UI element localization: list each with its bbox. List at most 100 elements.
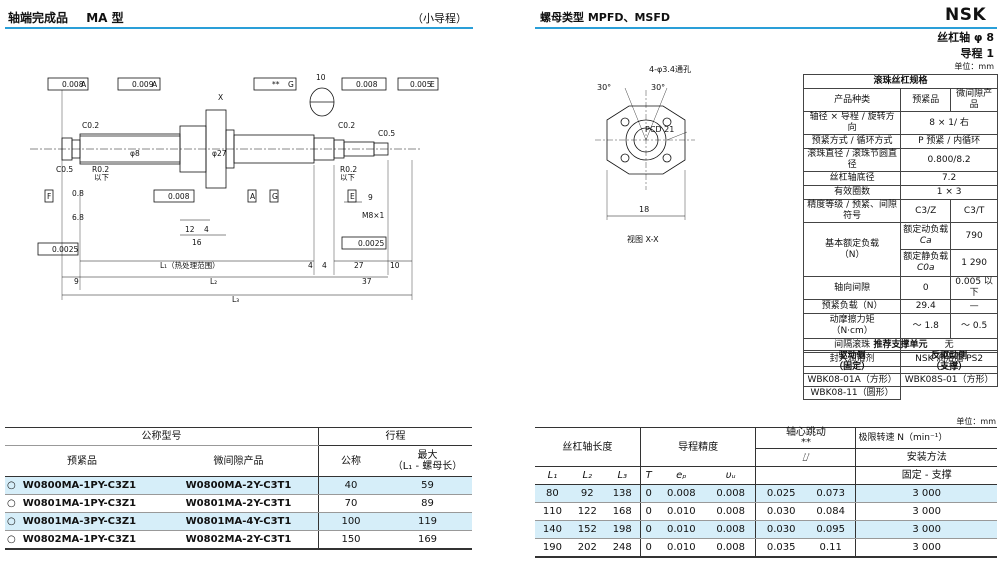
- spec-row-0-v1: 预紧品: [900, 88, 952, 112]
- x-mark: X: [218, 93, 223, 102]
- dim-10-top: 10: [316, 73, 326, 82]
- h-acc: 导程精度: [639, 427, 756, 467]
- table-row: 80 92 138 0 0.008 0.008 0.025 0.073 3 00…: [535, 484, 997, 503]
- r2-r1: 0.030: [755, 520, 806, 539]
- col-l1: L₁: [535, 466, 570, 485]
- below-right: 以下: [340, 173, 355, 182]
- spec-row-4-label: 丝杠轴底径: [802, 171, 902, 186]
- dim-4c: 4: [322, 261, 327, 270]
- spec2-row-1-v1: 29.4: [900, 299, 952, 314]
- dim-4b: 4: [308, 261, 313, 270]
- spec-row-6-v2: C3/T: [950, 199, 998, 223]
- r2-l1: 140: [535, 520, 570, 539]
- phi27: φ27: [212, 149, 227, 158]
- row-3-micro: W0802MA-2Y-C3T1: [159, 530, 319, 550]
- table-row: ○ W0801MA-1PY-C3Z1 W0801MA-2Y-C3T1 70 89: [5, 494, 472, 513]
- r3-t: 0: [639, 538, 657, 558]
- row-3-pre: ○ W0802MA-1PY-C3Z1: [5, 530, 159, 550]
- r2-r2: 0.095: [805, 520, 856, 539]
- datum-a3: A: [250, 192, 256, 201]
- r3-n: 3 000: [855, 538, 997, 558]
- unit-label: 单位：mm: [954, 62, 994, 71]
- r2-vu: 0.008: [705, 520, 756, 539]
- row-0-pre: ○ W0800MA-1PY-C3Z1: [5, 476, 159, 495]
- r0-vu: 0.008: [705, 484, 756, 503]
- angle-right: 30°: [651, 83, 665, 92]
- r2-l3: 198: [604, 520, 641, 539]
- r1-l3: 168: [604, 502, 641, 521]
- dim-12: 12: [185, 225, 195, 234]
- star-note: **: [272, 80, 280, 89]
- col-l3: L₃: [604, 466, 641, 485]
- table-row: ○ W0802MA-1PY-C3Z1 W0802MA-2Y-C3T1 150 1…: [5, 530, 472, 550]
- row-3-pre-text: W0802MA-1PY-C3Z1: [22, 534, 137, 545]
- r0-t: 0: [639, 484, 657, 503]
- c05-left: C0.5: [56, 165, 73, 174]
- r1-r2: 0.084: [805, 502, 856, 521]
- r0-l2: 92: [569, 484, 605, 503]
- c02-right: C0.2: [338, 121, 355, 130]
- r3-vu: 0.008: [705, 538, 756, 558]
- h-mount: 安装方法: [855, 448, 997, 467]
- table-row: ○ W0801MA-3PY-C3Z1 W0801MA-4Y-C3T1 100 1…: [5, 512, 472, 531]
- angle-left: 30°: [597, 83, 611, 92]
- tol-4: 0.005: [410, 80, 432, 89]
- phi8: φ8: [130, 149, 140, 158]
- r0-l3: 138: [604, 484, 641, 503]
- row-2-nom: 100: [318, 512, 383, 531]
- perp-3: 0.008: [168, 192, 190, 201]
- dim-l3: L₃: [232, 295, 239, 304]
- r02-right: R0.2: [340, 165, 357, 174]
- perp-2: 0.0025: [358, 239, 384, 248]
- row-2-pre: ○ W0801MA-3PY-C3Z1: [5, 512, 159, 531]
- row-0-nom: 40: [318, 476, 383, 495]
- nsk-logo: NSK: [945, 5, 987, 25]
- spec-title: 滚珠丝杠规格: [803, 74, 998, 89]
- shaft-label: 丝杠轴 φ 8: [937, 31, 994, 44]
- col-l2: L₂: [569, 466, 605, 485]
- left-model: MA 型: [86, 11, 124, 25]
- col-vu: υᵤ: [705, 466, 756, 485]
- datum-a2: A: [152, 80, 158, 89]
- stat-load-label: 额定静负载: [903, 252, 949, 262]
- col-ep: eₚ: [656, 466, 706, 485]
- r3-l3: 248: [604, 538, 641, 558]
- h-stroke: 行程: [318, 427, 472, 446]
- datum-e: E: [430, 80, 435, 89]
- drive-row-0: WBK08-01A（方形）: [802, 373, 902, 387]
- c02-left: C0.2: [82, 121, 99, 130]
- dim-9b: 9: [74, 277, 79, 286]
- left-title-text: 轴端完成品: [8, 11, 69, 25]
- row-2-max: 119: [383, 512, 472, 531]
- h-runout: 轴心跳动 **: [755, 427, 856, 449]
- spec-row-0-v2: 微间隙产品: [950, 88, 998, 112]
- spec-row-2-label: 预紧方式 / 循环方式: [802, 134, 902, 149]
- left-title: 轴端完成品 MA 型: [8, 9, 124, 26]
- h-length: 丝杠轴长度: [535, 427, 641, 467]
- r2-n: 3 000: [855, 520, 997, 539]
- spec2-row-1-label: 预紧负载（N）: [802, 299, 902, 314]
- r3-r1: 0.035: [755, 538, 806, 558]
- col-runout-blank: [755, 466, 856, 485]
- h-micro: 微间隙产品: [159, 445, 319, 477]
- spec-row-1-label: 轴径 × 导程 / 旋转方向: [802, 111, 902, 135]
- r3-ep: 0.010: [656, 538, 706, 558]
- drive-row-1: WBK08-11（圆形）: [802, 386, 902, 400]
- r1-l2: 122: [569, 502, 605, 521]
- dim-16: 16: [192, 238, 202, 247]
- below-left: 以下: [94, 173, 109, 182]
- row-0-micro: W0800MA-2Y-C3T1: [159, 476, 319, 495]
- spec-row-3-label: 滚珠直径 / 滚珠节圆直径: [802, 148, 902, 172]
- dyn-load-symbol: Ca: [919, 236, 932, 246]
- tol-3: 0.008: [356, 80, 378, 89]
- row-1-pre-text: W0801MA-1PY-C3Z1: [22, 498, 137, 509]
- stat-load-symbol: C0a: [916, 263, 935, 273]
- datum-e2: E: [350, 192, 355, 201]
- perp-1: 0.0025: [52, 245, 78, 254]
- pcd-label: PCD 21: [645, 125, 674, 134]
- left-header-rule: [5, 27, 473, 29]
- r2-ep: 0.010: [656, 520, 706, 539]
- right-title: 螺母类型 MPFD、MSFD: [540, 11, 670, 24]
- r1-ep: 0.010: [656, 502, 706, 521]
